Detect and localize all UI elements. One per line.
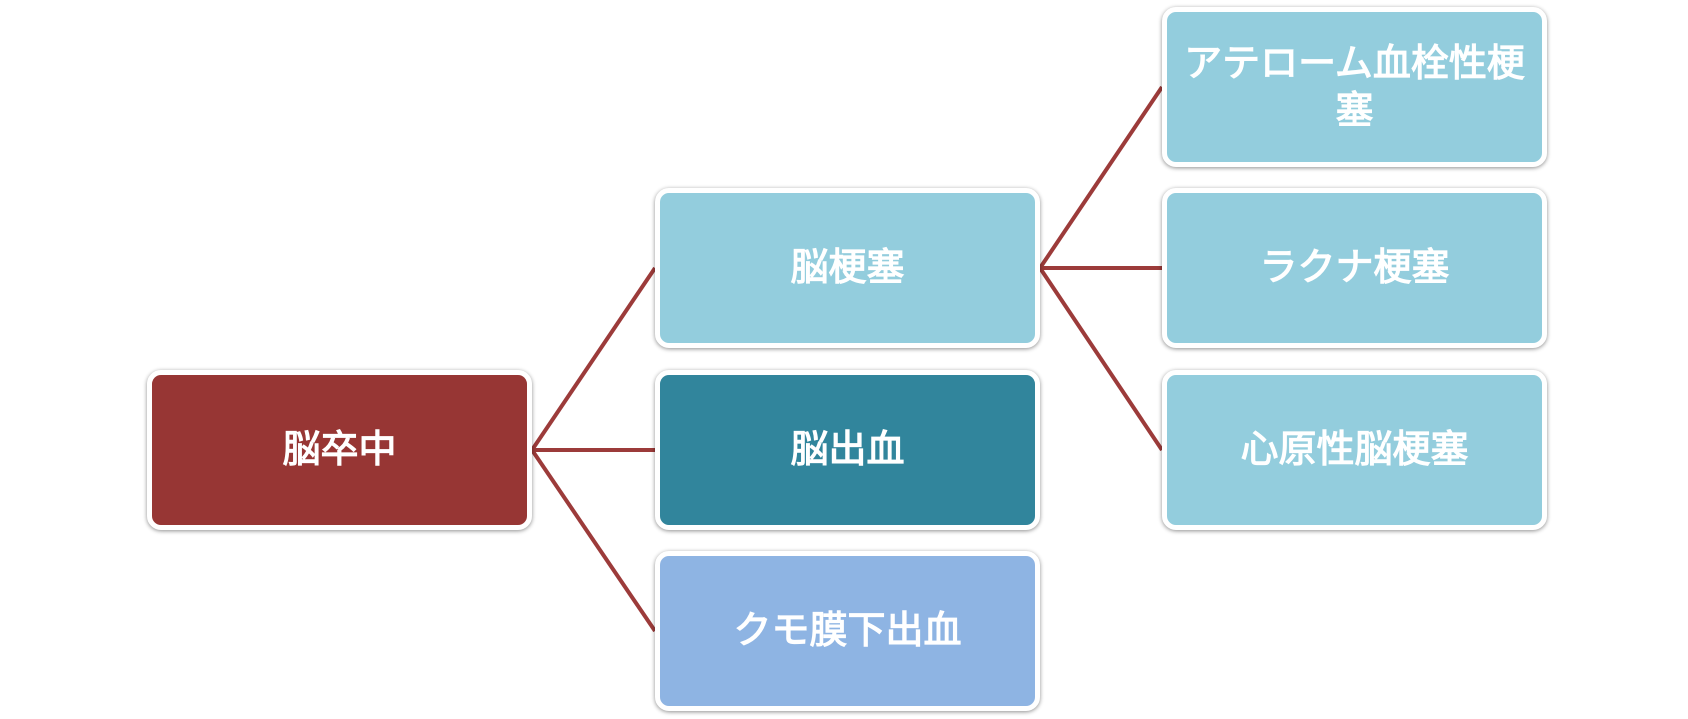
node-subarachnoid-hemorrhage: クモ膜下出血	[655, 551, 1040, 711]
node-cerebral-infarction-label: 脳梗塞	[790, 245, 905, 290]
node-cerebral-infarction: 脳梗塞	[655, 188, 1040, 348]
node-atherothrombotic-infarction-label: アテローム血栓性梗塞	[1184, 40, 1525, 133]
connector-root-sah	[530, 448, 657, 633]
node-cerebral-hemorrhage-label: 脳出血	[790, 427, 905, 472]
node-subarachnoid-hemorrhage-label: クモ膜下出血	[733, 608, 962, 653]
node-stroke-label: 脳卒中	[282, 427, 397, 472]
node-atherothrombotic-infarction: アテローム血栓性梗塞	[1162, 7, 1547, 167]
node-stroke: 脳卒中	[147, 370, 532, 530]
node-cerebral-hemorrhage: 脳出血	[655, 370, 1040, 530]
node-lacunar-infarction-label: ラクナ梗塞	[1259, 245, 1450, 290]
connector-infarction-atherothrombotic	[1038, 85, 1164, 270]
connector-root-infarction	[530, 266, 657, 452]
node-cardioembolic-infarction-label: 心原性脳梗塞	[1240, 427, 1469, 472]
node-lacunar-infarction: ラクナ梗塞	[1162, 188, 1547, 348]
connector-infarction-cardioembolic	[1038, 266, 1164, 452]
node-cardioembolic-infarction: 心原性脳梗塞	[1162, 370, 1547, 530]
